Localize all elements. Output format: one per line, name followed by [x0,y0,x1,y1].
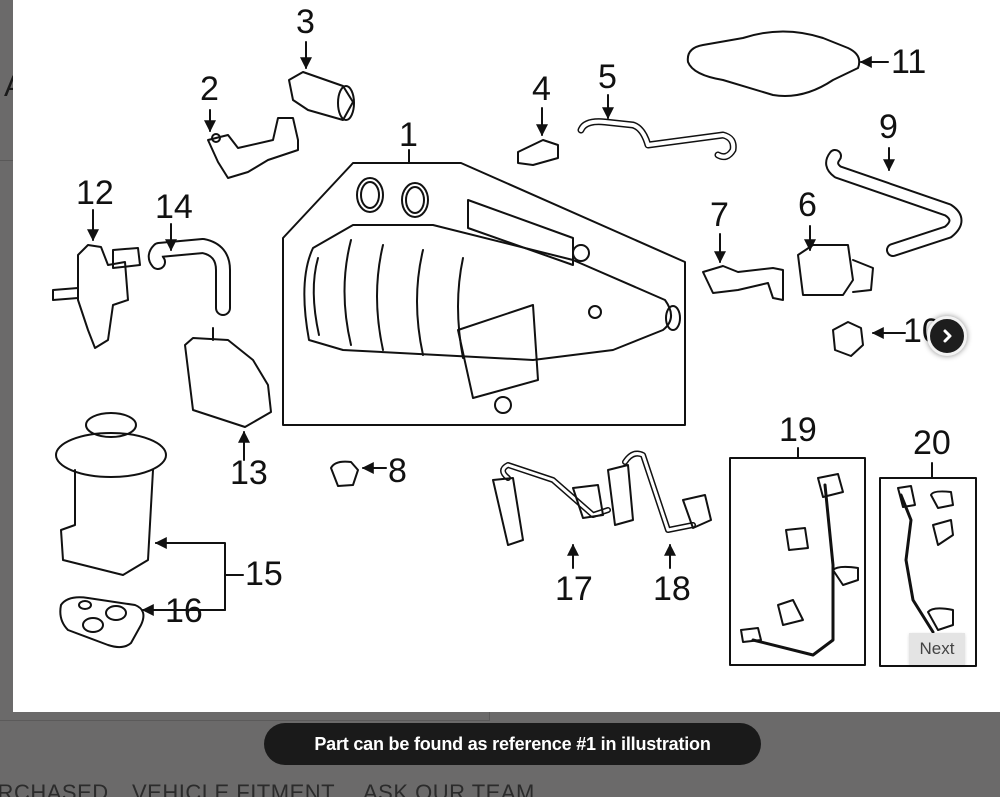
callout-11[interactable]: 11 [891,43,927,81]
part-2-bracket[interactable] [204,109,299,179]
part-5-hose[interactable] [577,94,737,161]
callout-12[interactable]: 12 [76,174,114,212]
part-11-heat-shield[interactable] [686,30,889,97]
next-image-button[interactable] [927,316,967,356]
part-4-sensor[interactable] [517,107,559,166]
background-divider [0,720,490,721]
part-8-plug[interactable] [330,460,387,487]
part-10-valve[interactable] [832,321,906,357]
callout-13[interactable]: 13 [230,454,268,492]
part-12-purge-valve[interactable] [52,209,141,349]
part-13-filter[interactable] [184,327,272,461]
tab-ask-our-team[interactable]: ASK OUR TEAM [363,780,535,797]
part-3-solenoid[interactable] [288,41,355,121]
callout-7[interactable]: 7 [710,196,729,234]
next-tooltip: Next [909,633,965,665]
background-divider [489,712,490,720]
part-9-hose[interactable] [825,147,963,257]
callout-15[interactable]: 15 [245,555,283,593]
background-divider [0,160,14,161]
parts-diagram[interactable] [13,0,1000,712]
callout-2[interactable]: 2 [200,70,219,108]
chevron-right-icon [943,329,952,343]
callout-16[interactable]: 16 [165,592,203,630]
part-7-bracket[interactable] [702,233,784,301]
callout-9[interactable]: 9 [879,108,898,146]
tab-purchased[interactable]: PURCHASED [0,780,109,797]
reference-toast: Part can be found as reference #1 in ill… [264,723,761,765]
callout-20[interactable]: 20 [913,424,951,462]
part-17-oxygen-sensor[interactable] [492,462,611,569]
part-20-kit[interactable] [879,462,977,667]
callout-1[interactable]: 1 [399,116,418,154]
callout-17[interactable]: 17 [555,570,593,608]
callout-14[interactable]: 14 [155,188,193,226]
product-tabs: PURCHASED VEHICLE FITMENT ASK OUR TEAM [0,778,1000,797]
callout-18[interactable]: 18 [653,570,691,608]
callout-6[interactable]: 6 [798,186,817,224]
part-19-kit[interactable] [729,447,866,666]
part-16-gasket[interactable] [59,596,226,649]
callout-8[interactable]: 8 [388,452,407,490]
callout-4[interactable]: 4 [532,70,551,108]
part-18-oxygen-sensor[interactable] [607,450,712,569]
image-lightbox: 1 2 3 4 5 6 7 8 9 10 11 12 13 14 15 16 1… [13,0,1000,712]
tab-vehicle-fitment[interactable]: VEHICLE FITMENT [132,780,336,797]
callout-3[interactable]: 3 [296,3,315,41]
part-14-hose[interactable] [147,223,231,316]
callout-19[interactable]: 19 [779,411,817,449]
part-15-egr-valve[interactable] [55,412,244,611]
part-6-valve[interactable] [797,225,874,296]
part-1-canister[interactable] [282,149,686,426]
callout-5[interactable]: 5 [598,58,617,96]
